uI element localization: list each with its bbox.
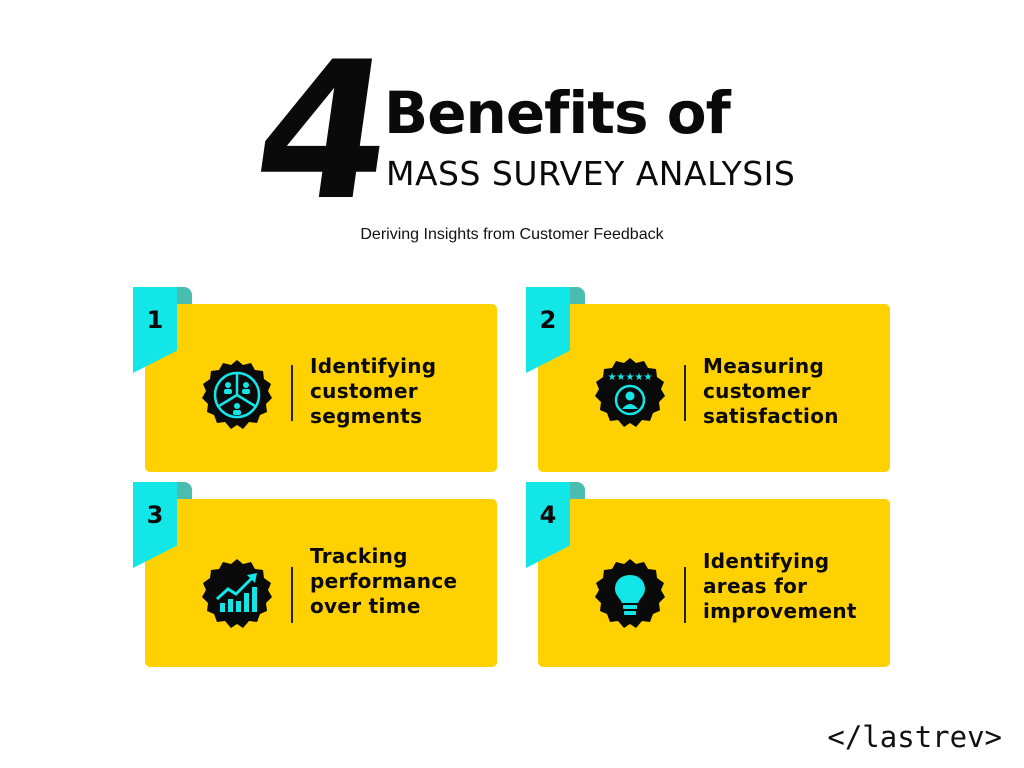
card-2-label: Measuring customer satisfaction [703,354,883,429]
card-3-label-line: over time [310,594,421,618]
page-tagline: Deriving Insights from Customer Feedback [360,226,664,243]
customer-rating-icon: ★★★★★ [593,356,667,430]
page-title: Benefits of [384,79,731,147]
card-1-divider [291,365,293,421]
benefit-card-2 [538,304,890,472]
card-1-number: 1 [146,306,164,334]
page-title-subtitle: MASS SURVEY ANALYSIS [386,154,796,193]
card-2-number: 2 [539,306,557,334]
card-2-label-line: Measuring [703,354,825,378]
card-4-label-line: improvement [703,599,857,623]
svg-text:★★★★★: ★★★★★ [608,372,653,383]
customer-segments-icon [200,358,274,432]
growth-chart-icon [200,557,274,631]
card-3-label: Tracking performance over time [310,544,490,619]
benefit-card-1 [145,304,497,472]
card-4-label-line: areas for [703,574,808,598]
card-1-label-line: customer [310,379,418,403]
card-2-label-line: customer [703,379,811,403]
card-2-label-line: satisfaction [703,404,839,428]
brand-logo: </lastrev> [827,720,1002,754]
card-3-divider [291,567,293,623]
card-4-divider [684,567,686,623]
card-1-label: Identifying customer segments [310,354,490,429]
lightbulb-icon [593,557,667,631]
card-3-label-line: performance [310,569,458,593]
big-number-four: 4 [242,21,400,242]
card-1-label-line: segments [310,404,423,428]
card-4-label: Identifying areas for improvement [703,549,883,624]
card-1-label-line: Identifying [310,354,437,378]
card-4-number: 4 [539,501,557,529]
card-2-divider [684,365,686,421]
card-4-label-line: Identifying [703,549,830,573]
card-3-number: 3 [146,501,164,529]
card-3-label-line: Tracking [310,544,408,568]
